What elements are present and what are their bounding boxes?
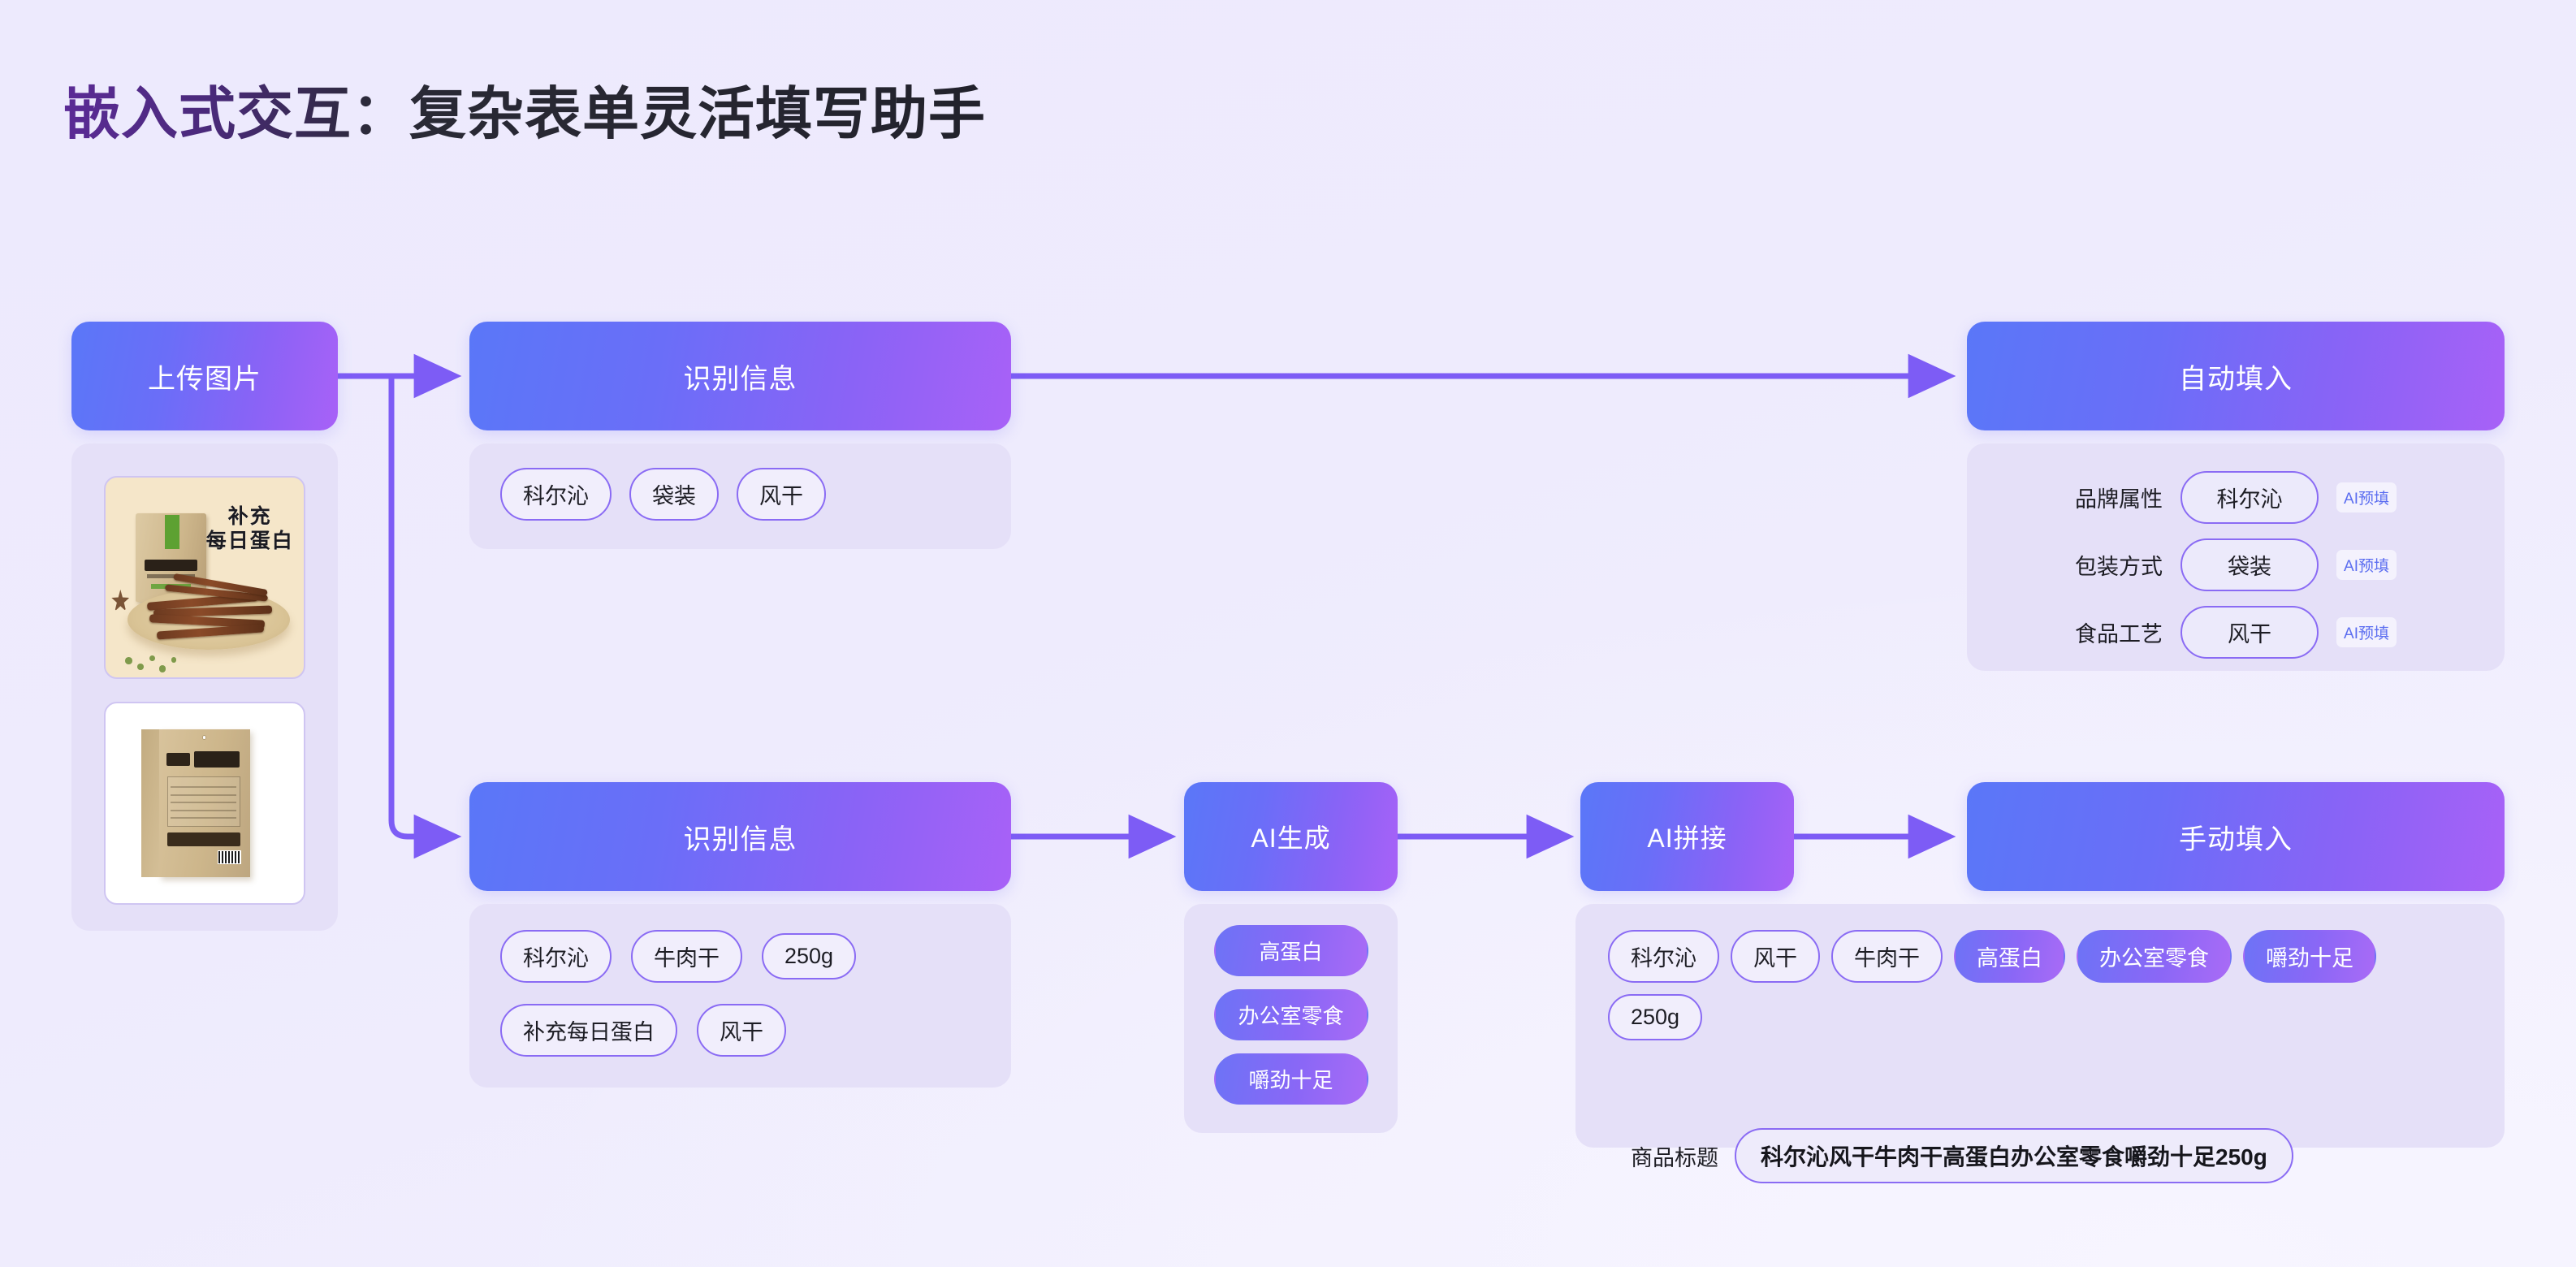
auto-fill-row-value[interactable]: 袋装 — [2181, 538, 2319, 591]
bag-brand-text — [145, 559, 197, 571]
product-title-field[interactable]: 科尔沁风干牛肉干高蛋白办公室零食嚼劲十足250g — [1735, 1128, 2293, 1183]
tag-pill[interactable]: 补充每日蛋白 — [500, 1004, 677, 1057]
peppercorn — [171, 657, 177, 664]
recognize-bottom-panel: 科尔沁牛肉干 250g 补充每日蛋白风干 — [469, 904, 1011, 1088]
auto-fill-row-label: 包装方式 — [2075, 555, 2163, 579]
tag-pill[interactable]: 250g — [1608, 994, 1703, 1040]
tag-pill[interactable]: 高蛋白 — [1954, 930, 2065, 983]
tag-pill[interactable]: 250g — [762, 933, 857, 979]
tag-pill[interactable]: 科尔沁 — [500, 930, 612, 983]
bag-logo — [166, 753, 191, 767]
product-photo-bag-back — [106, 703, 304, 903]
node-recognize-top[interactable]: 识别信息 — [469, 322, 1011, 430]
auto-fill-row: 包装方式袋装 AI预填 — [2075, 538, 2397, 591]
recognize-top-panel: 科尔沁袋装风干 — [469, 443, 1011, 549]
peppercorn — [125, 657, 132, 664]
bag-hang-hole — [201, 735, 207, 740]
tag-pill[interactable]: 办公室零食 — [2077, 930, 2232, 983]
bag-side-gusset — [140, 729, 159, 877]
auto-fill-row: 食品工艺风干 AI预填 — [2075, 606, 2397, 659]
recognize-top-tag-list: 科尔沁袋装风干 — [500, 468, 980, 521]
barcode — [217, 850, 241, 864]
node-auto-fill-label: 自动填入 — [2179, 363, 2293, 395]
node-manual-fill[interactable]: 手动填入 — [1967, 782, 2505, 891]
ai-generate-tag-list: 高蛋白办公室零食嚼劲十足 — [1184, 925, 1398, 1105]
tag-pill[interactable]: 高蛋白 — [1213, 925, 1368, 976]
star-anise-icon — [111, 589, 130, 612]
upload-thumbnail-1[interactable]: 补充 每日蛋白 — [104, 476, 305, 679]
peppercorn — [137, 663, 144, 670]
node-ai-generate[interactable]: AI生成 — [1184, 782, 1398, 891]
ai-generate-panel: 高蛋白办公室零食嚼劲十足 — [1184, 904, 1398, 1133]
bag-brand-text — [193, 751, 240, 768]
auto-fill-row-value[interactable]: 科尔沁 — [2181, 471, 2319, 524]
tag-pill[interactable]: 牛肉干 — [1831, 930, 1943, 983]
node-recognize-bottom[interactable]: 识别信息 — [469, 782, 1011, 891]
bag-back-body — [158, 729, 251, 877]
tag-pill[interactable]: 风干 — [697, 1004, 786, 1057]
ai-prefill-badge: AI预填 — [2336, 550, 2397, 580]
bag-dark-band — [166, 832, 240, 846]
node-upload-label: 上传图片 — [148, 363, 261, 395]
peppercorn — [149, 655, 155, 662]
node-ai-concat-label: AI拼接 — [1647, 824, 1727, 853]
tag-pill[interactable]: 办公室零食 — [1213, 989, 1368, 1040]
upload-thumbnail-2[interactable] — [104, 702, 305, 905]
tag-pill[interactable]: 嚼劲十足 — [1213, 1053, 1368, 1105]
ai-prefill-badge: AI预填 — [2336, 617, 2397, 647]
product-photo-overlay-text: 补充 每日蛋白 — [205, 505, 294, 552]
page-title: 嵌入式交互：复杂表单灵活填写助手 — [63, 68, 986, 150]
node-recognize-bottom-label: 识别信息 — [683, 824, 797, 855]
manual-fill-panel: 科尔沁风干牛肉干高蛋白办公室零食嚼劲十足 250g 商品标题 科尔沁风干牛肉干高蛋… — [1575, 904, 2505, 1183]
tag-pill[interactable]: 袋装 — [629, 468, 719, 521]
edge-upload-to-recognize-bottom — [337, 373, 462, 859]
node-auto-fill[interactable]: 自动填入 — [1967, 322, 2505, 430]
node-upload[interactable]: 上传图片 — [71, 322, 338, 430]
peppercorn — [158, 665, 166, 672]
upload-image-panel: 补充 每日蛋白 — [71, 443, 338, 931]
node-ai-concat[interactable]: AI拼接 — [1580, 782, 1794, 891]
ai-prefill-badge: AI预填 — [2336, 482, 2397, 512]
product-title-label: 商品标题 — [1631, 1145, 1718, 1170]
manual-fill-tag-list: 科尔沁风干牛肉干高蛋白办公室零食嚼劲十足 250g — [1608, 930, 2472, 1040]
node-ai-generate-label: AI生成 — [1251, 824, 1331, 853]
bag-subtitle-text — [146, 573, 196, 579]
tag-pill[interactable]: 风干 — [737, 468, 826, 521]
tag-pill[interactable]: 牛肉干 — [631, 930, 742, 983]
recognize-bottom-tag-list: 科尔沁牛肉干 250g 补充每日蛋白风干 — [500, 930, 980, 1057]
auto-fill-row-label: 食品工艺 — [2075, 622, 2163, 646]
product-title-row: 商品标题 科尔沁风干牛肉干高蛋白办公室零食嚼劲十足250g — [1608, 1128, 2472, 1183]
auto-fill-row: 品牌属性科尔沁 AI预填 — [2075, 471, 2397, 524]
bag-green-label — [165, 515, 180, 549]
nutrition-table — [166, 776, 240, 828]
tag-pill[interactable]: 嚼劲十足 — [2243, 930, 2376, 983]
tag-pill[interactable]: 风干 — [1731, 930, 1820, 983]
node-recognize-top-label: 识别信息 — [683, 363, 797, 395]
tag-pill[interactable]: 科尔沁 — [1608, 930, 1719, 983]
tag-pill[interactable]: 科尔沁 — [500, 468, 612, 521]
auto-fill-row-value[interactable]: 风干 — [2181, 606, 2319, 659]
node-manual-fill-label: 手动填入 — [2179, 824, 2293, 855]
product-photo-jerky: 补充 每日蛋白 — [106, 478, 304, 677]
auto-fill-row-label: 品牌属性 — [2075, 487, 2163, 512]
